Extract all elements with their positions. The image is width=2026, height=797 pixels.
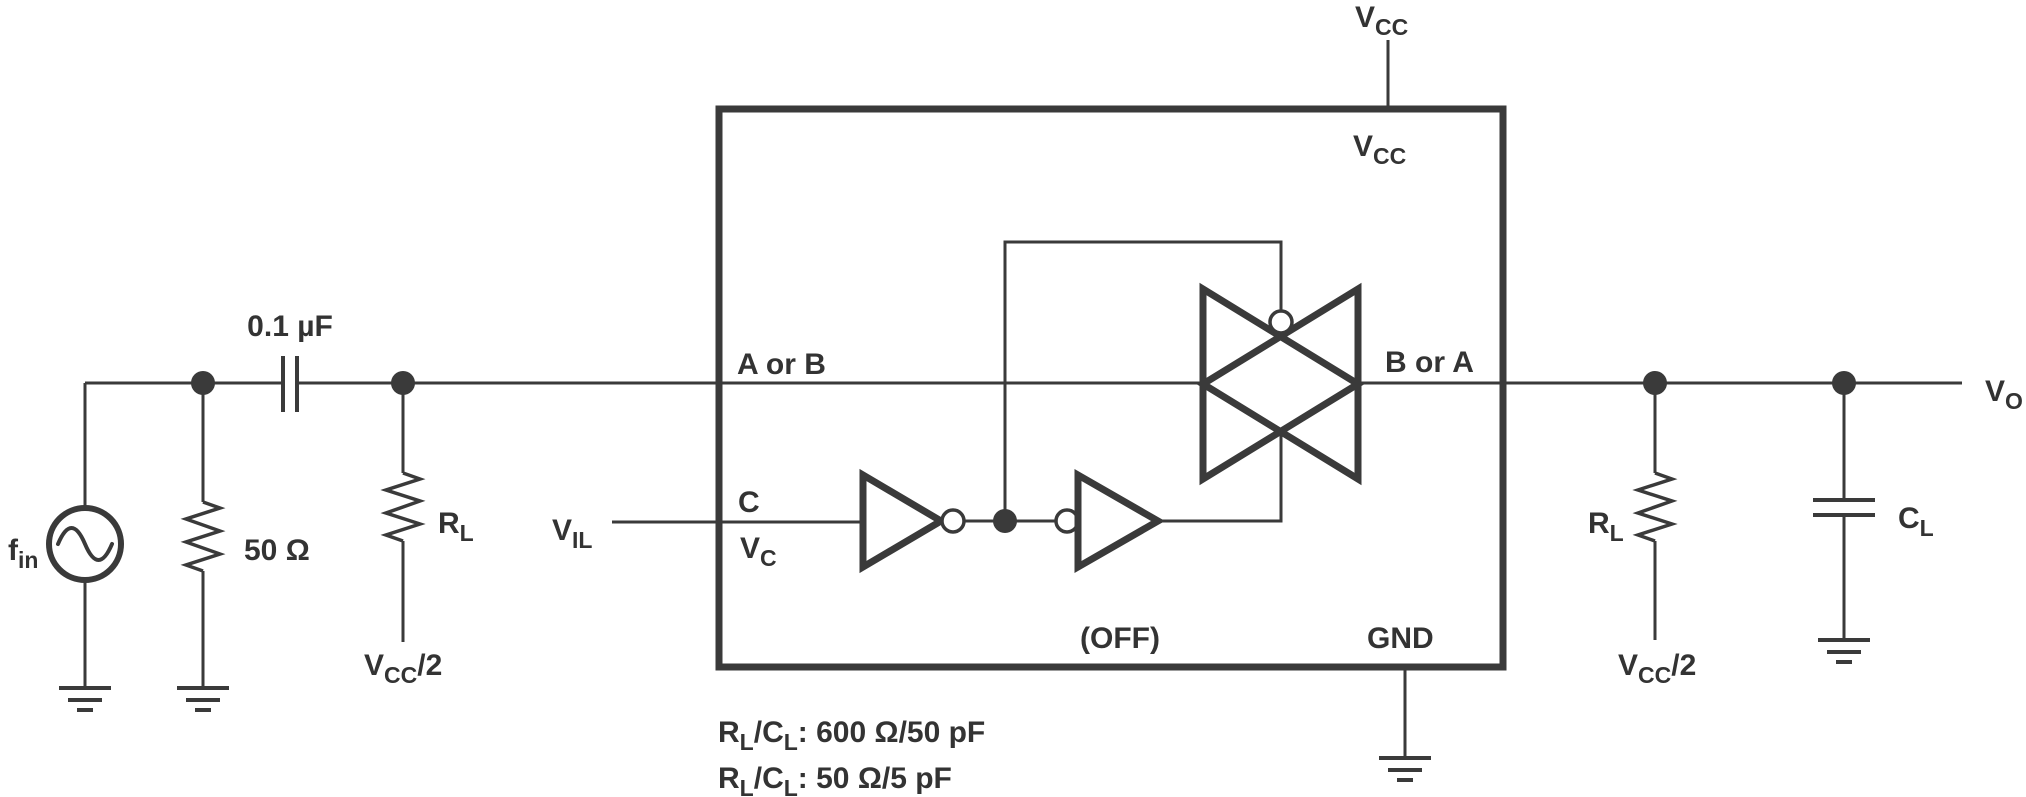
rl-left-label: RL [438, 507, 474, 546]
resistor-icon [380, 471, 426, 543]
output-terminal: VO [1985, 375, 2023, 414]
inverter-1-output-bubble [940, 508, 966, 534]
input-pin-label: A or B [737, 348, 826, 381]
vcc-inside-label: VCC [1353, 130, 1406, 169]
vil-label: VIL [552, 514, 592, 553]
coupling-cap-label: 0.1 µF [247, 310, 333, 343]
fin-label: fin [8, 534, 38, 573]
note-line-1: RL/CL: 600 Ω/50 pF [718, 716, 985, 755]
rl-right-label: RL [1588, 507, 1624, 546]
gnd-connection [1379, 667, 1431, 782]
coupling-capacitor: 0.1 µF [247, 310, 333, 412]
ground-icon [1818, 638, 1870, 664]
transmission-gate-control-bubble [1268, 309, 1294, 335]
sine-wave-icon [56, 526, 114, 562]
load-conditions-notes: RL/CL: 600 Ω/50 pF RL/CL: 50 Ω/5 pF [718, 716, 985, 797]
input-load-resistor: RL VCC/2 [364, 371, 474, 688]
control-pin-label: C [738, 486, 760, 519]
feedback-wire [1003, 240, 1283, 521]
inverter-1-icon [859, 468, 948, 574]
vc-label: VC [740, 532, 777, 571]
vcc-half-right-label: VCC/2 [1618, 649, 1696, 688]
resistor-icon [180, 500, 226, 573]
inverter-2-icon [1074, 468, 1166, 574]
device-box: A or B B or A (OFF) GND VCC [715, 105, 1507, 671]
output-load-resistor: RL VCC/2 [1588, 371, 1696, 688]
vcc-half-left-label: VCC/2 [364, 649, 442, 688]
output-load-capacitor: CL [1813, 371, 1934, 664]
output-pin-label: B or A [1385, 346, 1474, 379]
state-label: (OFF) [1080, 622, 1160, 655]
shunt-resistor-label: 50 Ω [244, 534, 310, 567]
inverter-2-output-wire [1158, 431, 1283, 523]
control-input: VIL C VC [552, 486, 863, 571]
vcc-supply: VCC [1355, 1, 1408, 109]
gnd-pin-label: GND [1367, 622, 1434, 655]
cl-label: CL [1898, 502, 1934, 541]
ground-icon [59, 686, 111, 712]
inverter-chain [859, 240, 1283, 574]
note-line-2: RL/CL: 50 Ω/5 pF [718, 762, 952, 797]
ic-outline [715, 105, 1507, 671]
vcc-top-label: VCC [1355, 1, 1408, 40]
resistor-icon [1632, 471, 1678, 543]
ground-icon [177, 686, 229, 712]
transmission-gate [1196, 282, 1365, 486]
ground-icon [1379, 756, 1431, 782]
transmission-gate-left-triangle-icon [1196, 282, 1362, 486]
signal-source: fin [8, 383, 124, 712]
vo-label: VO [1985, 375, 2023, 414]
shunt-resistor-50ohm: 50 Ω [177, 371, 310, 712]
